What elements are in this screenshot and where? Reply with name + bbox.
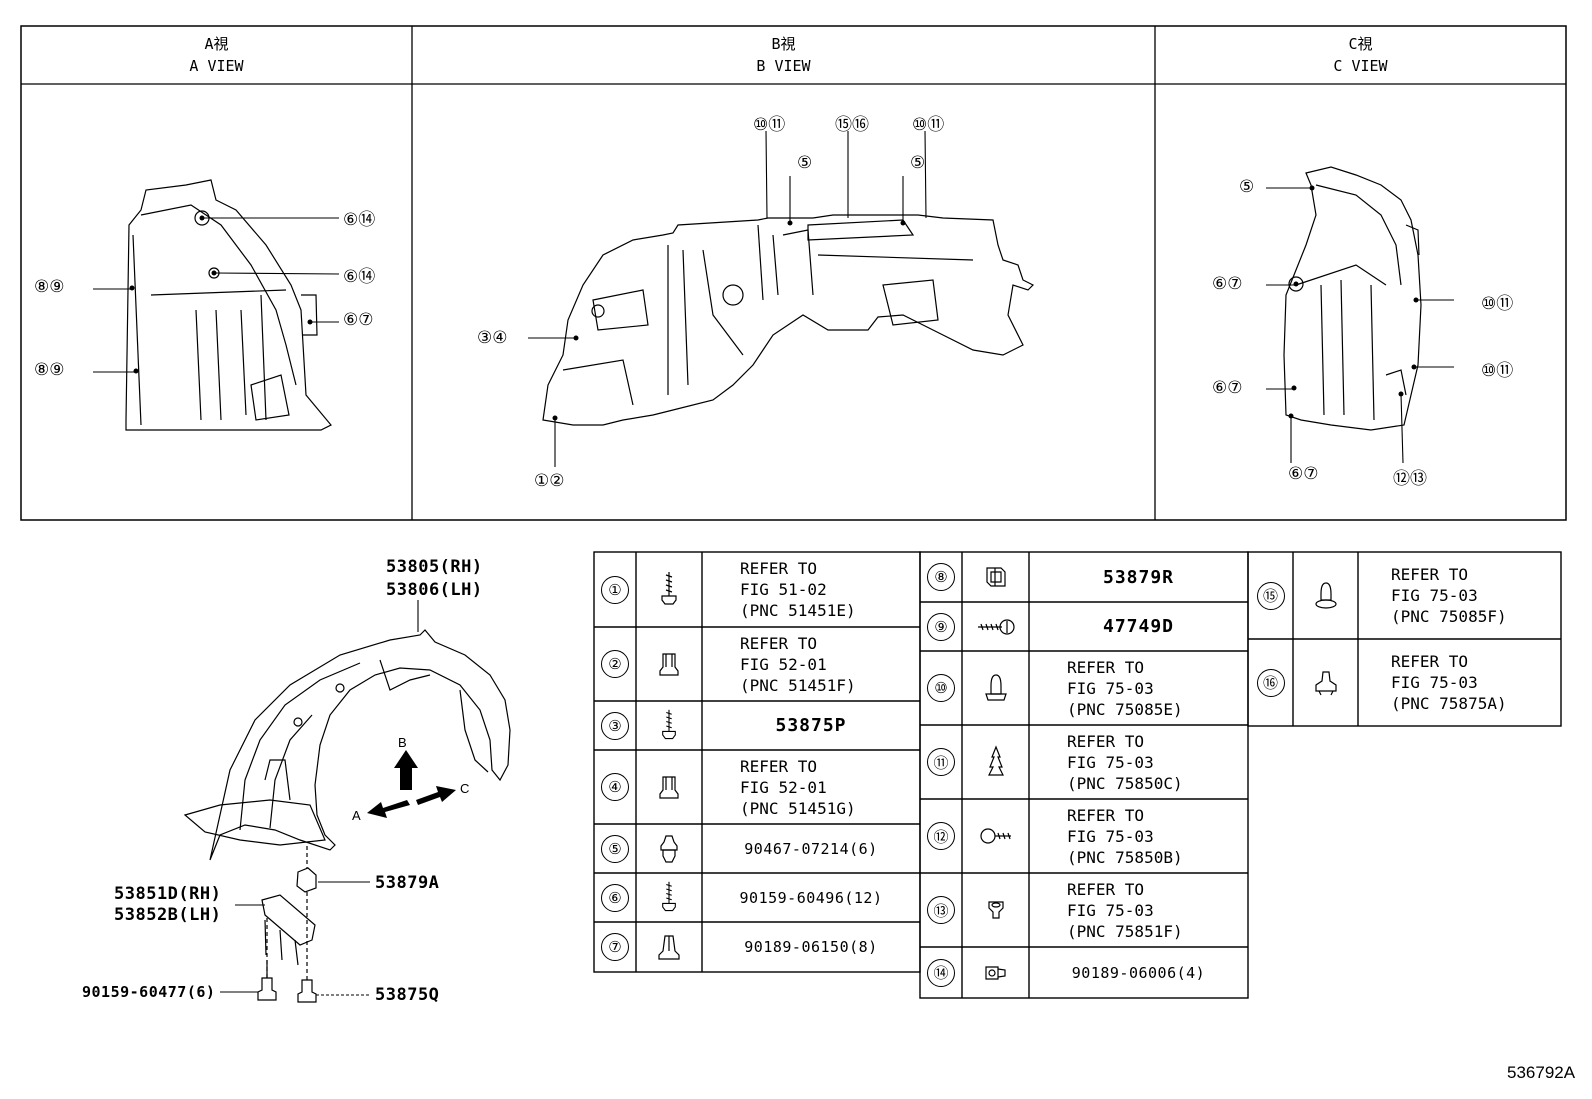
t2-row7-text: 90189-06006(4) [1071,963,1206,982]
a-callout-6-14-lower: ⑥⑭ [343,267,376,287]
arrow-b-label: B [398,735,407,750]
a-view-title-jp: A視 [204,35,229,53]
t1-row3-text: 53875P [775,715,847,736]
a-callout-6-14-upper: ⑥⑭ [343,210,376,230]
t1-row5-num: ⑤ [594,824,636,873]
a-callout-8-9-upper: ⑧⑨ [34,277,65,297]
fir-clip-icon [962,725,1029,799]
fender-liner-assembly [183,600,511,1003]
t1-row3-num: ③ [594,701,636,750]
arrow-a-label: A [352,808,361,823]
t3-row1-text: REFER TO FIG 75-03 (PNC 75085F) [1391,565,1507,626]
c-view-header: C視 C VIEW [1155,33,1566,77]
c-callout-10-11-lower: ⑩⑪ [1481,361,1514,381]
screw-icon [962,602,1029,651]
t2-row4-num: ⑪ [920,725,962,799]
t2-row1-num: ⑧ [920,552,962,602]
a-view-header: A視 A VIEW [21,33,412,77]
t3-row2-text: REFER TO FIG 75-03 (PNC 75875A) [1391,652,1507,713]
nut-icon [636,922,702,972]
clip-nut-icon [1293,639,1358,726]
part-53875q: 53875Q [375,985,440,1005]
t1-row1-text: REFER TO FIG 51-02 (PNC 51451E) [740,559,856,620]
c-view-title-en: C VIEW [1333,57,1388,75]
drawing-id: 536792A [1507,1063,1576,1082]
push-clip-icon [962,651,1029,725]
b-callout-1-2: ①② [534,471,565,491]
c-callout-6-7-bottom: ⑥⑦ [1288,464,1319,484]
t2-row2-text: 47749D [1102,616,1175,637]
retainer-icon [962,552,1029,602]
grommet-icon [962,873,1029,947]
screw-icon [962,799,1029,873]
part-53851d-rh: 53851D(RH) [114,884,222,904]
b-callout-5-right: ⑤ [910,153,926,173]
c-view-title-jp: C視 [1348,35,1373,53]
t2-row5-text: REFER TO FIG 75-03 (PNC 75850B) [1067,805,1183,867]
c-callout-6-7-lower: ⑥⑦ [1212,378,1243,398]
t1-row1-num: ① [594,552,636,627]
c-callout-12-13: ⑫⑬ [1393,469,1427,489]
b-view-title-en: B VIEW [756,57,811,75]
part-53852b-lh: 53852B(LH) [114,905,222,925]
bolt-icon [636,552,702,627]
t1-row5-text: 90467-07214(6) [744,839,878,858]
grommet-icon [962,947,1029,998]
part-53879a: 53879A [375,873,440,893]
b-callout-10-11-right: ⑩⑪ [912,115,945,135]
t1-row6-num: ⑥ [594,873,636,922]
b-view-header: B視 B VIEW [412,33,1155,77]
t2-row4-text: REFER TO FIG 75-03 (PNC 75850C) [1067,731,1183,793]
b-callout-3-4: ③④ [477,328,508,348]
arrow-c-label: C [460,781,470,796]
t2-row2-num: ⑨ [920,602,962,651]
t2-row5-num: ⑫ [920,799,962,873]
t2-row6-text: REFER TO FIG 75-03 (PNC 75851F) [1067,879,1183,941]
c-callout-5: ⑤ [1239,177,1255,197]
b-callout-5-left: ⑤ [797,153,813,173]
a-view-drawing [93,179,340,431]
t2-row7-num: ⑭ [920,947,962,998]
t1-row4-num: ④ [594,750,636,824]
a-callout-6-7: ⑥⑦ [343,310,374,330]
c-view-drawing [1266,166,1454,464]
view-frame [20,25,1567,521]
part-53805-rh: 53805(RH) [386,557,483,577]
part-90159-60477: 90159-60477(6) [82,983,216,1001]
c-callout-10-11-upper: ⑩⑪ [1481,294,1514,314]
t1-row2-num: ② [594,627,636,701]
t1-row2-text: REFER TO FIG 52-01 (PNC 51451F) [740,633,856,695]
t1-row7-text: 90189-06150(8) [744,938,878,956]
t3-row2-num: ⑯ [1248,639,1293,726]
a-view-title-en: A VIEW [189,57,244,75]
t2-row1-text: 53879R [1102,566,1175,588]
t2-row3-num: ⑩ [920,651,962,725]
clip-icon [636,824,702,873]
a-callout-8-9-lower: ⑧⑨ [34,360,65,380]
b-callout-10-11-left: ⑩⑪ [753,115,786,135]
t1-row4-text: REFER TO FIG 52-01 (PNC 51451G) [740,756,856,818]
push-clip-icon [1293,552,1358,639]
clip-nut-icon [636,627,702,701]
c-callout-6-7-upper: ⑥⑦ [1212,274,1243,294]
t1-row6-text: 90159-60496(12) [739,888,883,907]
b-view-title-jp: B視 [771,35,796,53]
t2-row6-num: ⑬ [920,873,962,947]
bolt-icon [636,873,702,922]
b-view-drawing [528,130,1035,467]
t2-row3-text: REFER TO FIG 75-03 (PNC 75085E) [1067,657,1183,719]
t1-row7-num: ⑦ [594,922,636,972]
bolt-icon [636,701,702,750]
t3-row1-num: ⑮ [1248,552,1293,639]
clip-nut-icon [636,750,702,824]
part-53806-lh: 53806(LH) [386,580,483,600]
b-callout-15-16: ⑮⑯ [835,115,869,135]
